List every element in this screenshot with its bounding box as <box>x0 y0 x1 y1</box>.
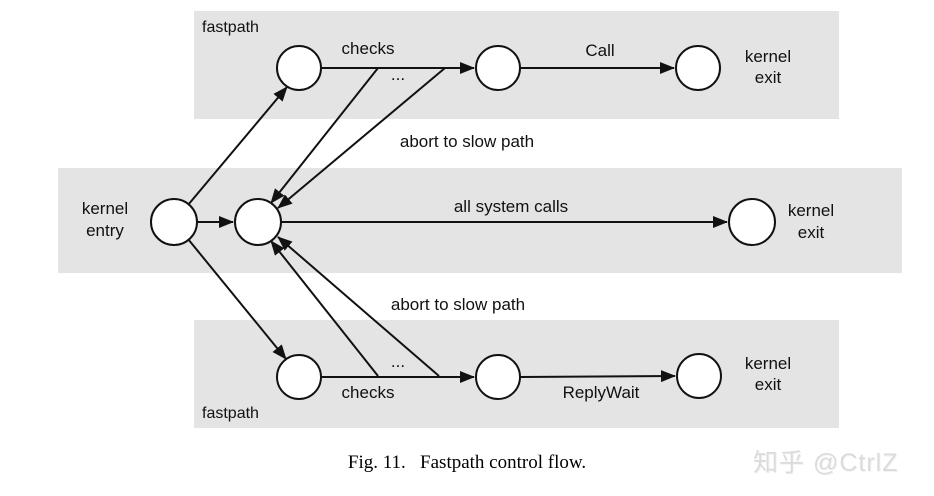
call-edge-label: Call <box>585 41 615 60</box>
edge-abort-replywait-1 <box>270 240 379 377</box>
kernel-entry-label: kernel entry <box>81 199 129 240</box>
fastpath-replywait-node-2 <box>475 354 521 400</box>
kernel-exit-middle-label: kernel exit <box>787 201 835 242</box>
abort-to-slow-path-top-label: abort to slow path <box>399 132 535 151</box>
replywait-edge-label: ReplyWait <box>562 383 640 402</box>
fastpath-replywait-node-1 <box>276 354 322 400</box>
fastpath-call-node-1 <box>276 45 322 91</box>
all-system-calls-edge-label: all system calls <box>453 197 569 216</box>
slowpath-exit-node <box>728 198 776 246</box>
fastpath-call-exit-node <box>675 45 721 91</box>
ellipsis-bottom-label: ... <box>390 352 406 371</box>
edge-abort-replywait-2 <box>277 236 440 377</box>
fastpath-top-region-label: fastpath <box>202 19 259 36</box>
checks-top-edge-label: checks <box>341 39 395 58</box>
checks-bottom-edge-label: checks <box>341 383 395 402</box>
slowpath-node <box>234 198 282 246</box>
abort-to-slow-path-bottom-label: abort to slow path <box>390 295 526 314</box>
edge-replywait <box>519 370 676 383</box>
fastpath-bottom-region-label: fastpath <box>202 405 259 422</box>
figure-caption: Fig. 11. Fastpath control flow. <box>347 452 587 473</box>
edge-abort-call-1 <box>270 67 379 204</box>
ellipsis-top-label: ... <box>390 65 406 84</box>
edge-entry-to-fastpath-call <box>187 86 288 206</box>
fastpath-replywait-exit-node <box>676 353 722 399</box>
fastpath-call-node-2 <box>475 45 521 91</box>
watermark: 知乎 @CtrlZ <box>753 449 899 477</box>
kernel-exit-bottom-label: kernel exit <box>744 354 792 394</box>
kernel-exit-top-label: kernel exit <box>744 47 792 87</box>
kernel-entry-node <box>150 198 198 246</box>
edge-entry-to-fastpath-replywait <box>187 238 287 360</box>
edge-abort-call-2 <box>277 67 446 209</box>
